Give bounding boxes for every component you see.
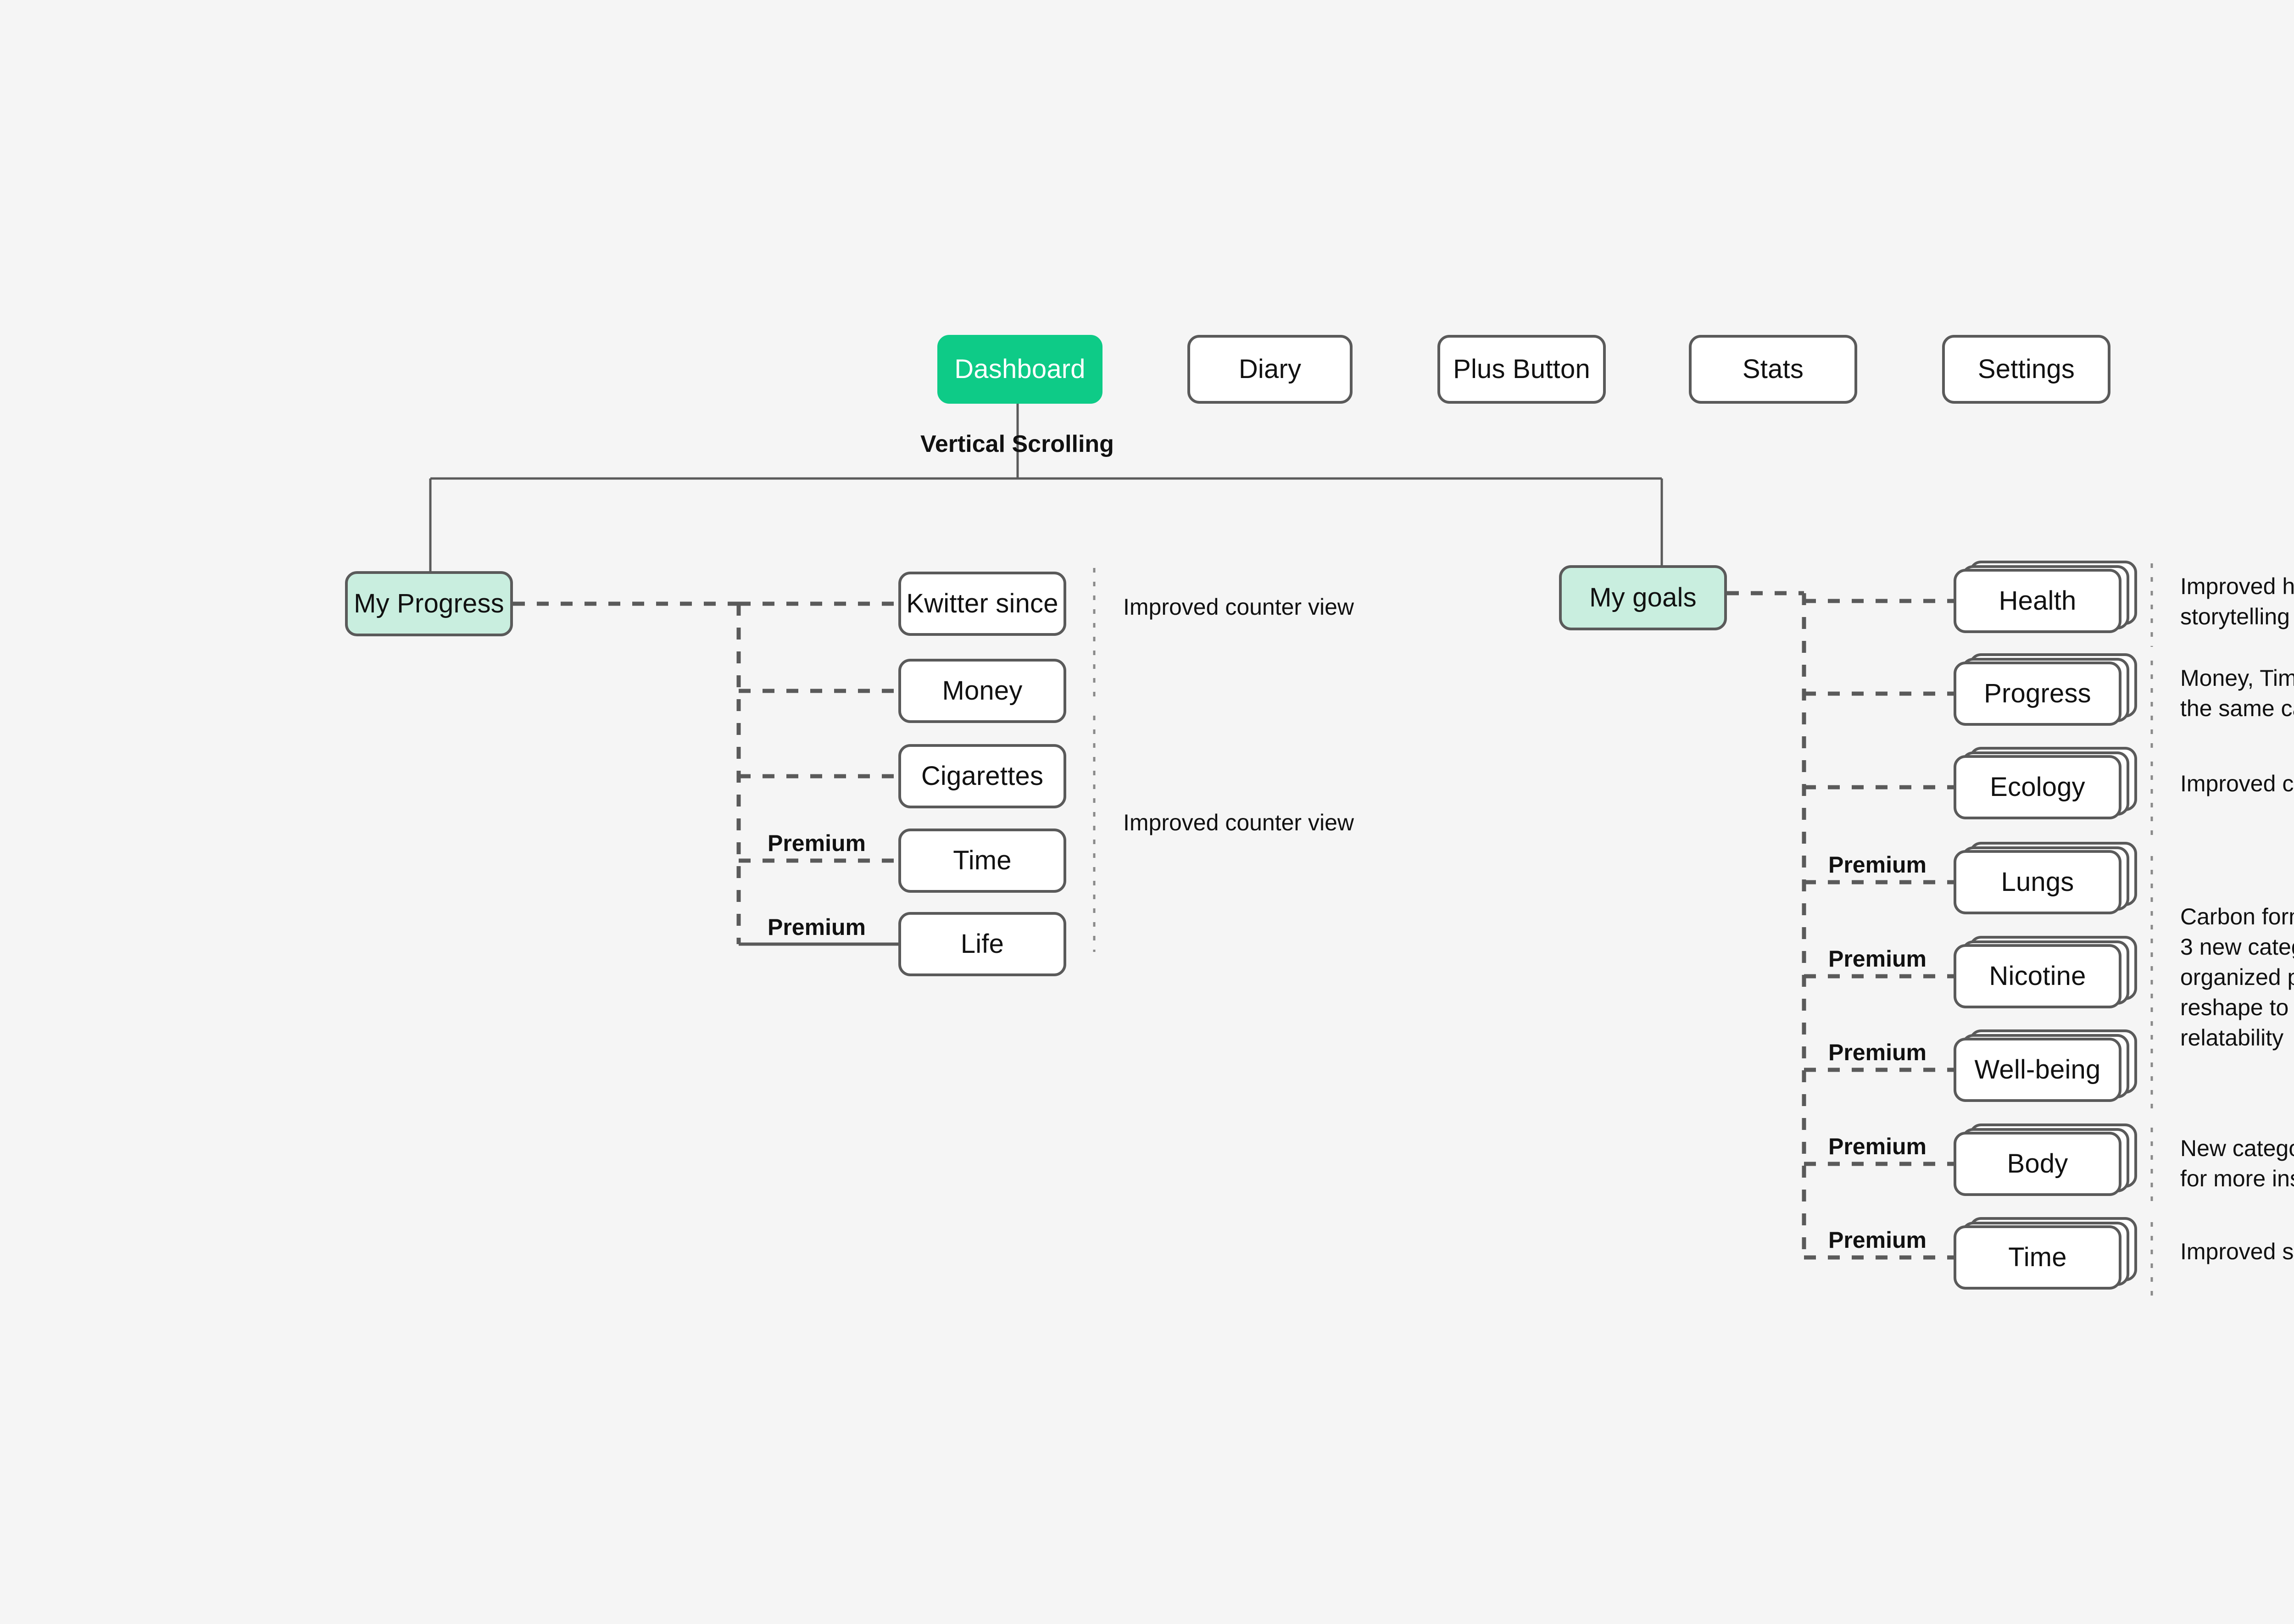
note-goals-ecology: Improved counter view — [2180, 771, 2294, 796]
badge-premium-nicotine: Premium — [1828, 946, 1927, 972]
branch-node-my-progress[interactable]: My Progress — [345, 571, 513, 636]
badge-premium-time-progress: Premium — [768, 830, 866, 856]
tab-plus-button[interactable]: Plus Button — [1437, 335, 1606, 404]
node-time-goals[interactable]: Time — [1954, 1225, 2121, 1290]
tab-dashboard[interactable]: Dashboard — [937, 335, 1102, 404]
note-progress-2: Improved counter view — [1123, 810, 1354, 835]
vertical-scrolling-label: Vertical Scrolling — [920, 431, 1114, 457]
node-health[interactable]: Health — [1954, 569, 2121, 633]
note-goals-body: New category to fulfill, as users where … — [2180, 1135, 2294, 1191]
note-goals-progress: Money, Time + cigarettes merged on the s… — [2180, 665, 2294, 721]
note-goals-time: Improved storytelling — [2180, 1239, 2294, 1264]
tab-settings[interactable]: Settings — [1942, 335, 2110, 404]
node-cigarettes[interactable]: Cigarettes — [898, 744, 1066, 808]
note-goals-carbon-split: Carbon former category is divided into 3… — [2180, 904, 2294, 1051]
note-goals-health: Improved health progression, storytellin… — [2180, 573, 2294, 629]
note-progress-1: Improved counter view — [1123, 594, 1354, 620]
node-nicotine[interactable]: Nicotine — [1954, 944, 2121, 1008]
node-life[interactable]: Life — [898, 912, 1066, 976]
node-body[interactable]: Body — [1954, 1132, 2121, 1196]
node-well-being[interactable]: Well-being — [1954, 1038, 2121, 1102]
tab-diary[interactable]: Diary — [1187, 335, 1353, 404]
badge-premium-time-goals: Premium — [1828, 1227, 1927, 1253]
branch-node-my-goals[interactable]: My goals — [1559, 565, 1727, 630]
badge-premium-life: Premium — [768, 914, 866, 940]
node-ecology[interactable]: Ecology — [1954, 755, 2121, 819]
badge-premium-lungs: Premium — [1828, 852, 1927, 878]
node-kwitter-since[interactable]: Kwitter since — [898, 572, 1066, 636]
node-progress[interactable]: Progress — [1954, 662, 2121, 726]
tab-stats[interactable]: Stats — [1689, 335, 1857, 404]
node-lungs[interactable]: Lungs — [1954, 850, 2121, 914]
badge-premium-body: Premium — [1828, 1134, 1927, 1159]
badge-premium-well-being: Premium — [1828, 1040, 1927, 1065]
node-money[interactable]: Money — [898, 659, 1066, 723]
node-time-progress[interactable]: Time — [898, 829, 1066, 893]
